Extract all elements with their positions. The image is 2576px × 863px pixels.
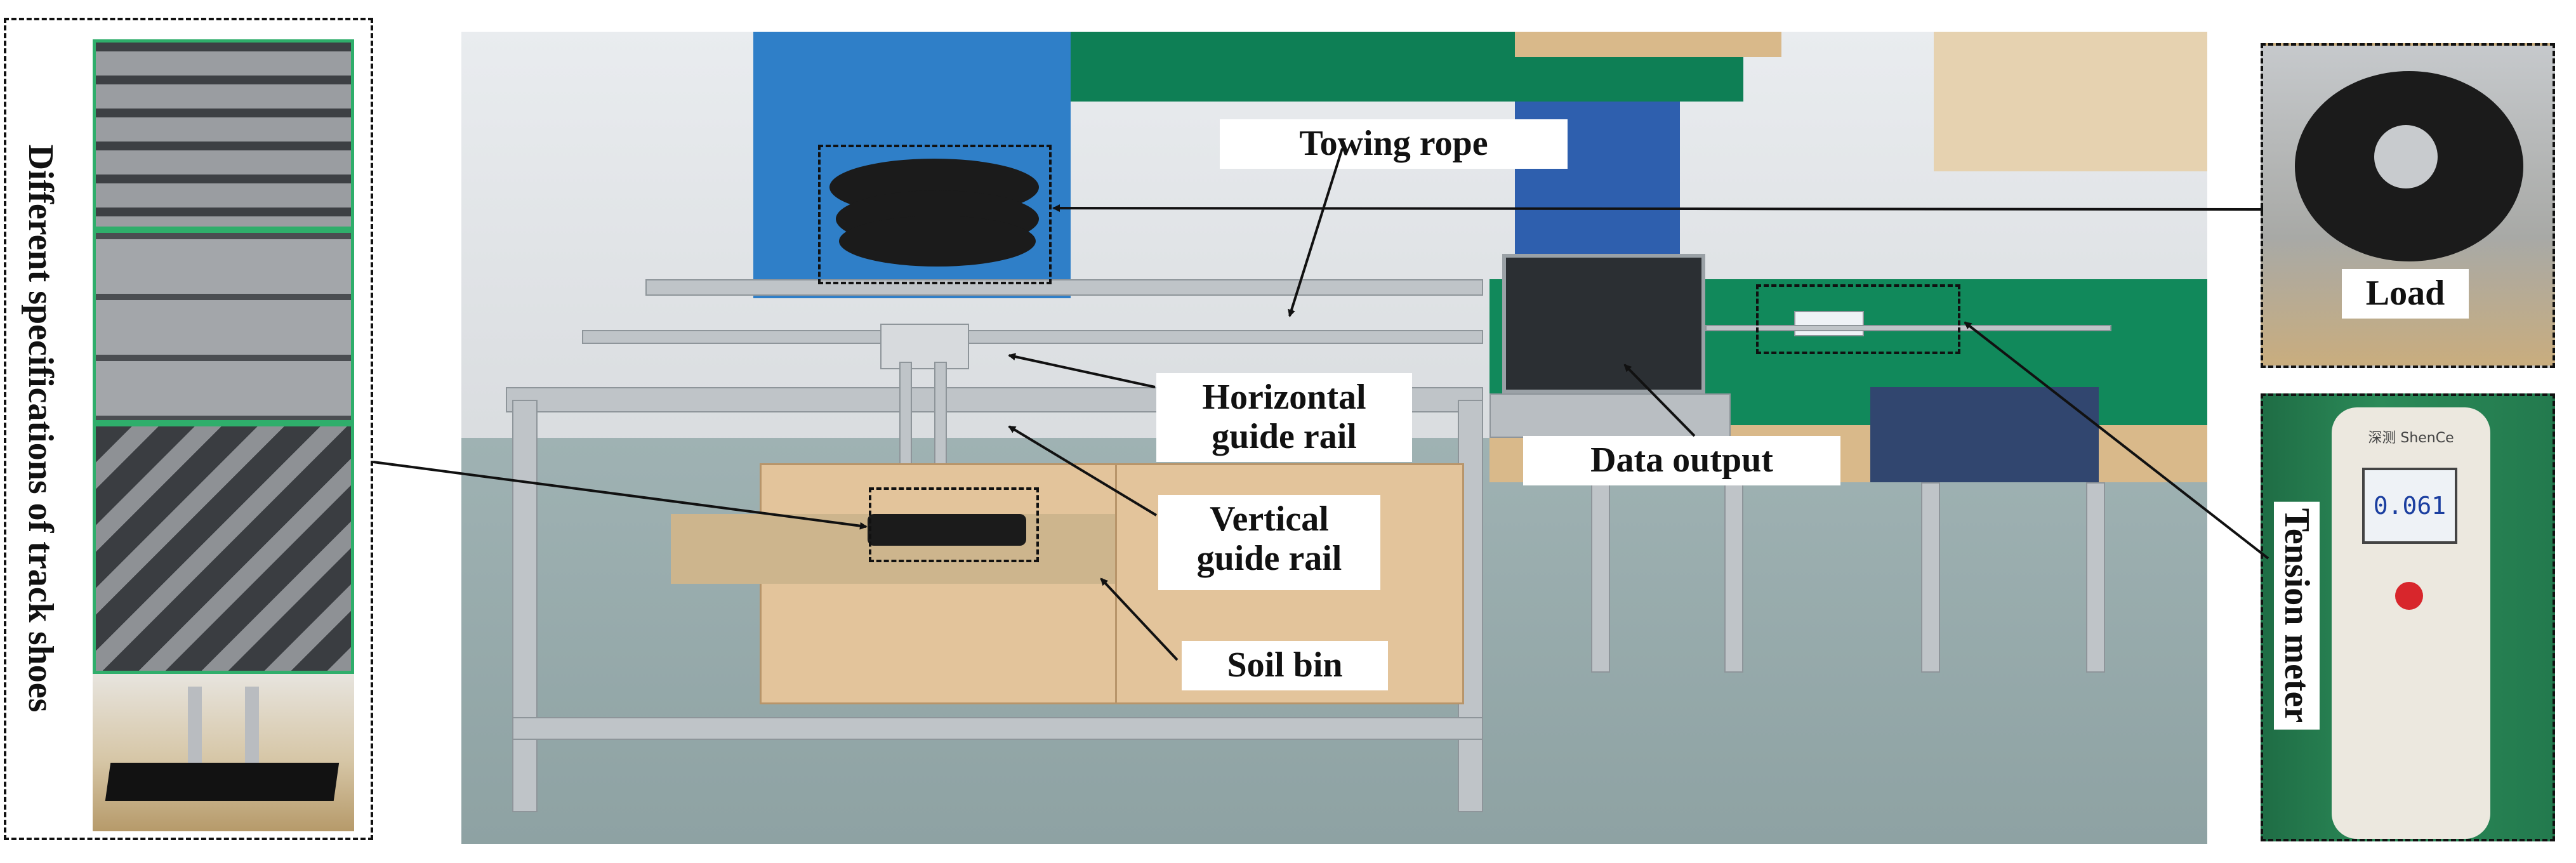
track-shoe-panel-1 (93, 39, 354, 230)
arrow-vertical-guide-rail (1008, 425, 1158, 517)
mousepad (1870, 387, 2099, 482)
arrow-load (1052, 204, 2264, 213)
test-rig-photo: Towing rope Horizontal guide rail Vertic… (461, 32, 2207, 844)
arrow-horizontal-guide-rail (1008, 353, 1156, 388)
arrow-soil-bin (1100, 577, 1179, 661)
shoe-post (188, 687, 202, 763)
load-inset: Load (2261, 43, 2555, 368)
wall-shelf (1934, 32, 2207, 171)
shoe-post (245, 687, 259, 763)
track-shoe-on-soil (868, 514, 1026, 546)
arrow-data-output (1623, 364, 1696, 437)
cardboard-boxes (1515, 32, 1781, 57)
arrow-tension-meter (1964, 321, 2269, 560)
label-horizontal-guide-rail: Horizontal guide rail (1156, 373, 1412, 462)
power-button-icon (2395, 582, 2423, 610)
track-shoe-mounted (93, 674, 354, 831)
track-shoes-inset (4, 18, 373, 840)
weight-hub (2374, 125, 2438, 188)
tension-meter-inset: 深测 ShenCe 0.061 (2261, 393, 2555, 841)
label-load: Load (2342, 269, 2469, 319)
carriage (880, 324, 969, 369)
arrow-towing-rope (1288, 148, 1344, 317)
tension-rail (1705, 325, 2111, 331)
gauge-display: 0.061 (2362, 468, 2457, 544)
track-shoe-panel-2 (93, 230, 354, 423)
table-leg (2086, 482, 2105, 673)
arrow-track-shoe (373, 461, 868, 530)
laptop-screen (1502, 254, 1705, 393)
label-soil-bin: Soil bin (1182, 641, 1388, 690)
frame-back-rail (645, 279, 1483, 296)
track-shoes-photo (93, 39, 354, 831)
frame-bottom-rail (512, 717, 1483, 740)
track-shoe-panel-3 (93, 423, 354, 674)
label-towing-rope: Towing rope (1220, 119, 1568, 169)
tension-meter-device (1794, 311, 1864, 336)
label-vertical-guide-rail: Vertical guide rail (1158, 495, 1380, 590)
track-shoe-highlight-box (869, 487, 1039, 562)
load-weight (839, 216, 1036, 267)
frame-post (512, 400, 538, 812)
tension-meter-highlight-box (1756, 284, 1960, 354)
label-data-output: Data output (1523, 436, 1840, 485)
horizontal-guide-rail (582, 330, 1483, 344)
table-leg (1724, 482, 1743, 673)
table-leg (1591, 482, 1610, 673)
load-highlight-box (818, 145, 1052, 284)
tension-meter-gauge: 深测 ShenCe 0.061 (2332, 407, 2490, 839)
table-leg (1921, 482, 1940, 673)
gauge-brand: 深测 ShenCe (2368, 430, 2454, 446)
